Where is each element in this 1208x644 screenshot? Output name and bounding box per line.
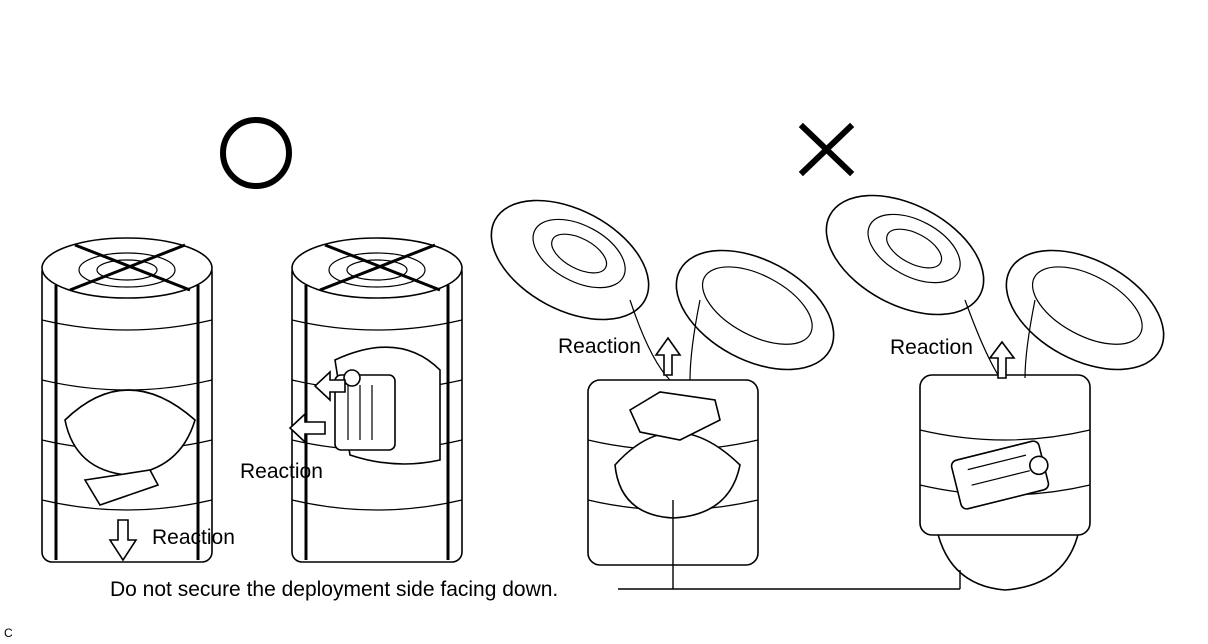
reaction-label-2: Reaction bbox=[240, 460, 323, 483]
tire-stack-correct-2 bbox=[288, 237, 463, 563]
reaction-arrow-left-icon bbox=[313, 370, 346, 402]
caption: Do not secure the deployment side facing… bbox=[110, 578, 558, 601]
figure-code: C bbox=[4, 626, 13, 640]
tire-stack-incorrect-2 bbox=[825, 194, 1165, 591]
reaction-label-3: Reaction bbox=[558, 335, 641, 358]
reaction-label-1: Reaction bbox=[152, 526, 235, 549]
circle-correct-icon bbox=[220, 117, 292, 189]
tire-stack-incorrect-1 bbox=[490, 199, 835, 566]
cross-incorrect-icon bbox=[798, 122, 855, 177]
reaction-arrow-up-icon bbox=[988, 340, 1016, 379]
reaction-arrow-up-icon bbox=[654, 336, 682, 376]
reaction-label-4: Reaction bbox=[890, 336, 973, 359]
tire-stack-correct-1 bbox=[41, 237, 213, 563]
reaction-arrow-down-icon bbox=[108, 519, 138, 562]
reaction-arrow-left-icon bbox=[288, 412, 326, 444]
caption-leader-lines bbox=[618, 500, 961, 590]
